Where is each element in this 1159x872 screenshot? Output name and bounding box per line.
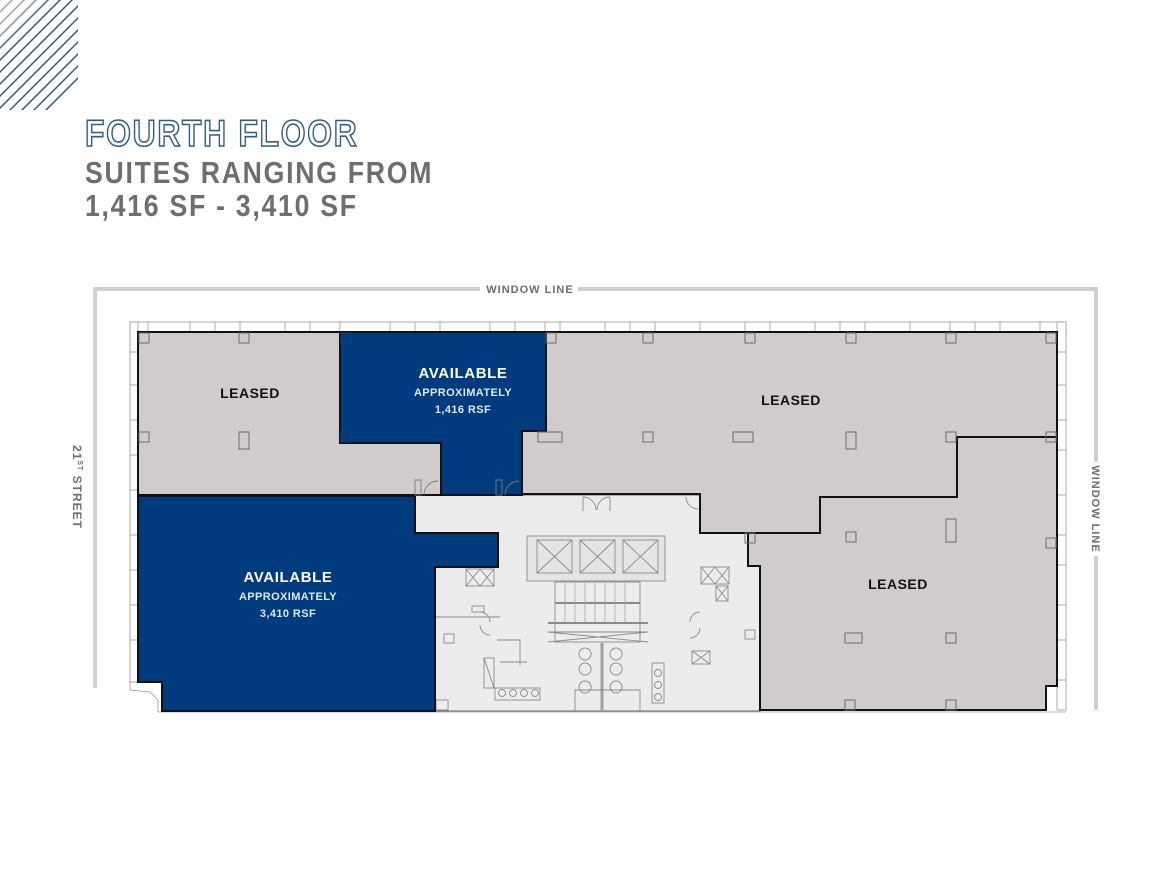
suite-status-label: LEASED [220, 385, 280, 401]
floor-title: FOURTH FLOOR [84, 112, 359, 155]
suite-area-label: 3,410 RSF [260, 608, 316, 620]
suite-status-label: LEASED [761, 392, 821, 408]
suite-range-heading: SUITES RANGING FROM [85, 155, 434, 190]
suite-area-label: 1,416 RSF [435, 404, 491, 416]
window-line-top-label: WINDOW LINE [486, 284, 573, 296]
street-label: 21ST STREET [70, 445, 84, 529]
suite-doors [414, 479, 520, 496]
window-line-right-label: WINDOW LINE [1089, 465, 1101, 552]
corner-hatch-graphic [0, 0, 78, 110]
street-ordinal: ST [76, 460, 83, 471]
suite-status-label: AVAILABLE [418, 365, 507, 382]
suite-status-label: LEASED [868, 576, 928, 592]
suite-approx-label: APPROXIMATELY [414, 387, 512, 399]
title-block: FOURTH FLOOR SUITES RANGING FROM 1,416 S… [84, 112, 490, 223]
suite-bottom-right[interactable]: LEASED [747, 436, 1058, 711]
suite-range-values: 1,416 SF - 3,410 SF [85, 188, 358, 223]
structural-columns [138, 332, 1057, 711]
suite-approx-label: APPROXIMATELY [239, 591, 337, 603]
core-details [435, 496, 756, 711]
street-word: STREET [70, 471, 84, 529]
street-number: 21 [70, 445, 84, 460]
suite-bottom-left[interactable]: AVAILABLE APPROXIMATELY 3,410 RSF [137, 495, 499, 712]
suite-status-label: AVAILABLE [243, 569, 332, 586]
window-line-frame [93, 287, 1098, 710]
suite-top-middle[interactable]: AVAILABLE APPROXIMATELY 1,416 RSF [339, 331, 547, 496]
